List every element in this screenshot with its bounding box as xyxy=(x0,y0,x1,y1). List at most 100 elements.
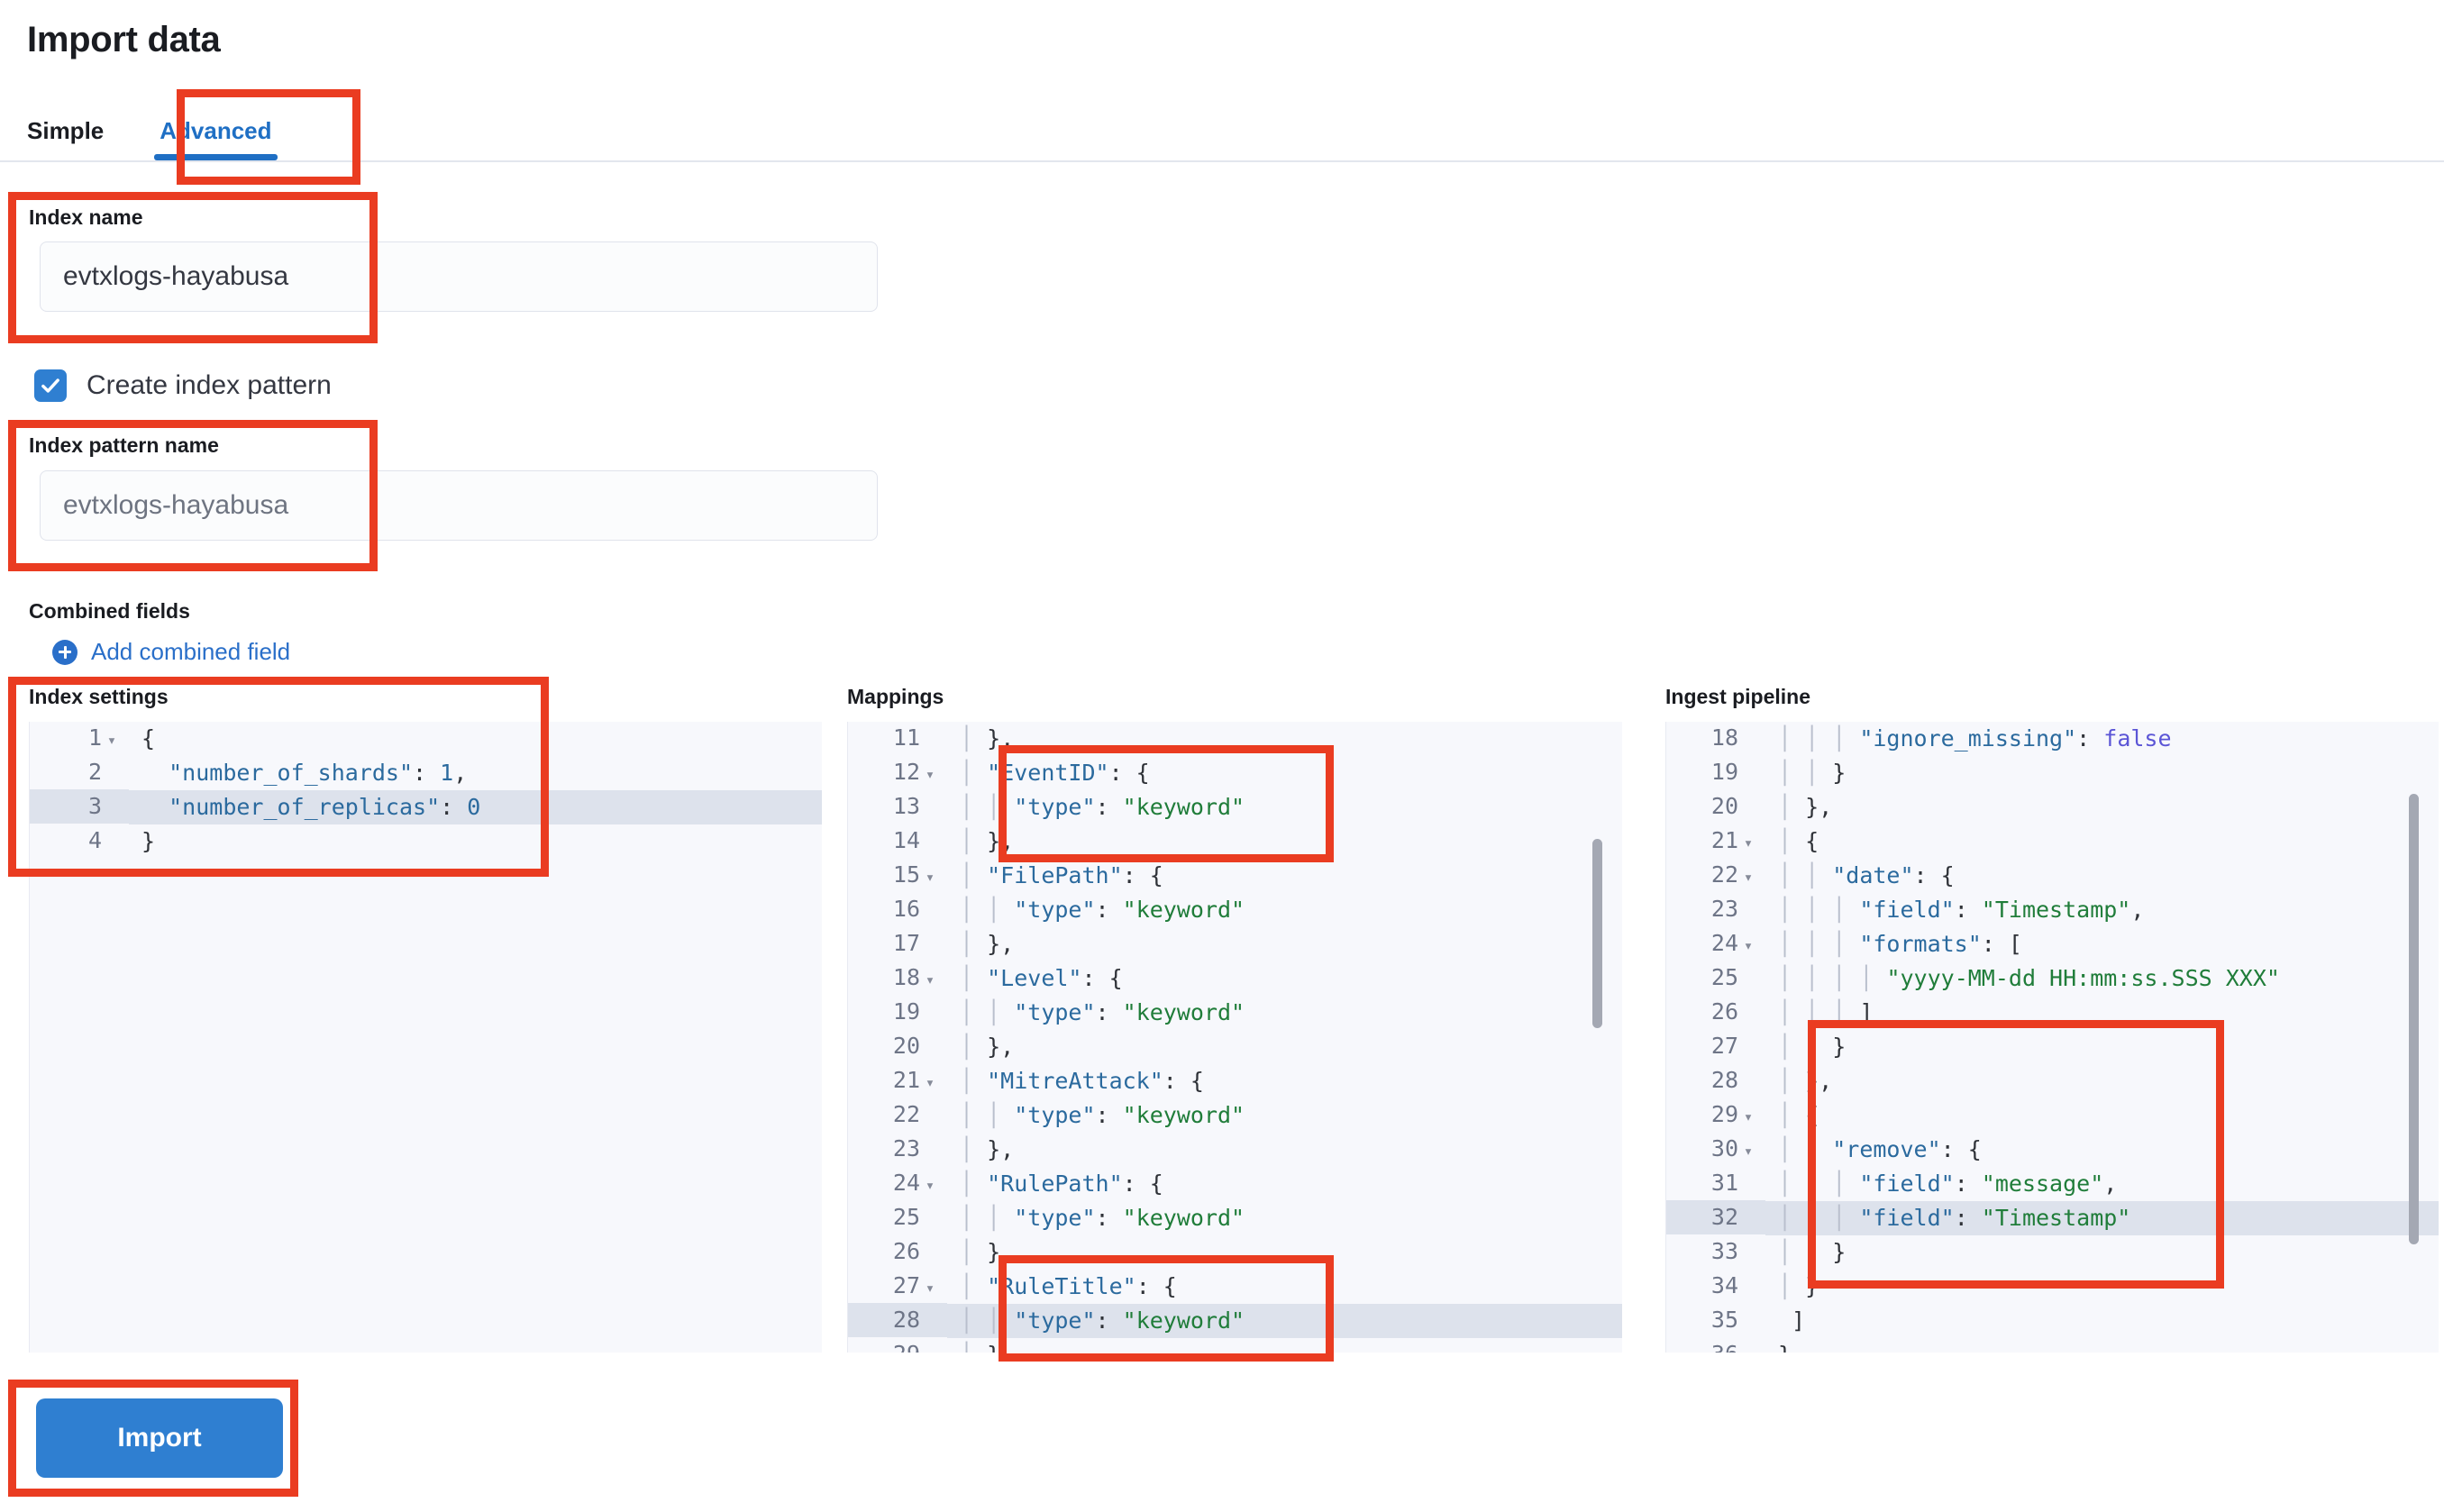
code-token: { xyxy=(141,725,156,751)
indent-guide: │ xyxy=(960,1205,988,1231)
code-line: 25 │ │ "type": "keyword" xyxy=(848,1199,1622,1237)
index-pattern-name-label: Index pattern name xyxy=(29,433,219,457)
line-number: 19 xyxy=(1666,754,1765,792)
indent-guide: │ xyxy=(987,897,1015,923)
code-token: "type" xyxy=(1014,794,1096,820)
checkbox-checked-icon xyxy=(34,369,67,402)
index-pattern-name-input[interactable]: evtxlogs-hayabusa xyxy=(40,470,878,541)
code-token: "Timestamp" xyxy=(1981,1205,2131,1231)
code-token: } xyxy=(1832,1034,1847,1060)
code-token: : xyxy=(1095,1307,1123,1334)
line-number: 32 xyxy=(1666,1199,1765,1237)
fold-spacer xyxy=(1738,724,1758,758)
code-line: 24▾│ │ │ "formats": [ xyxy=(1666,925,2439,963)
index-settings-code-editor[interactable]: 1▾{2 "number_of_shards": 1,3 "number_of_… xyxy=(29,722,822,1353)
code-token: }, xyxy=(987,931,1015,957)
indent-guide: │ xyxy=(1805,760,1833,786)
index-name-input[interactable]: evtxlogs-hayabusa xyxy=(40,241,878,312)
code-token: }, xyxy=(987,828,1015,854)
add-combined-field-button[interactable]: Add combined field xyxy=(52,638,290,666)
fold-caret-icon[interactable]: ▾ xyxy=(925,765,935,784)
code-token: : { xyxy=(1108,760,1150,786)
code-line: 27▾│ "RuleTitle": { xyxy=(848,1268,1622,1306)
line-number: 30▾ xyxy=(1666,1131,1765,1169)
create-index-pattern-checkbox[interactable]: Create index pattern xyxy=(34,369,332,402)
code-text: │ │ } xyxy=(1765,1235,2439,1270)
code-token: : { xyxy=(1122,862,1163,888)
code-token: "keyword" xyxy=(1122,1205,1245,1231)
indent-guide: │ xyxy=(1778,1170,1806,1197)
line-number: 15▾ xyxy=(848,857,947,895)
code-line: 22▾│ │ "date": { xyxy=(1666,857,2439,895)
indent-guide: │ xyxy=(1805,931,1833,957)
ingest-pipeline-title: Ingest pipeline xyxy=(1665,685,1811,708)
fold-caret-icon[interactable]: ▾ xyxy=(925,868,935,887)
code-text: │ │ } xyxy=(1765,1030,2439,1064)
page-title: Import data xyxy=(27,20,221,59)
indent-guide: │ xyxy=(1832,1205,1860,1231)
code-token: }, xyxy=(987,1342,1014,1353)
code-token: , xyxy=(2103,1170,2118,1197)
mappings-title: Mappings xyxy=(847,685,944,708)
code-line: 28 │ }, xyxy=(1666,1062,2439,1100)
fold-caret-icon[interactable]: ▾ xyxy=(106,731,117,750)
indent-guide: │ xyxy=(1778,862,1806,888)
editor-scrollbar[interactable] xyxy=(2409,794,2419,1244)
fold-caret-icon[interactable]: ▾ xyxy=(1743,936,1754,955)
fold-spacer xyxy=(1738,1203,1758,1237)
indent-guide: │ xyxy=(1805,1034,1833,1060)
code-text: │ │ │ "field": "Timestamp", xyxy=(1765,893,2439,927)
fold-caret-icon[interactable]: ▾ xyxy=(1743,833,1754,852)
fold-spacer xyxy=(920,1340,940,1353)
code-token: : xyxy=(1095,1205,1123,1231)
fold-caret-icon[interactable]: ▾ xyxy=(925,1279,935,1298)
line-number: 21▾ xyxy=(1666,823,1765,861)
mappings-code-editor[interactable]: 11 │ },12▾│ "EventID": {13 │ │ "type": "… xyxy=(847,722,1622,1353)
line-number: 19 xyxy=(848,994,947,1032)
code-token: : xyxy=(2076,725,2104,751)
code-token: "Level" xyxy=(987,965,1082,991)
code-token: : xyxy=(413,760,441,786)
code-token: "ignore_missing" xyxy=(1859,725,2077,751)
line-number: 25 xyxy=(1666,960,1765,997)
code-token: "yyyy-MM-dd HH:mm:ss.SSS XXX" xyxy=(1886,965,2280,991)
tab-simple[interactable]: Simple xyxy=(27,116,105,144)
code-token: "type" xyxy=(1014,897,1096,923)
indent-guide: │ xyxy=(960,1307,988,1334)
code-token: "type" xyxy=(1014,1205,1096,1231)
indent-guide: │ xyxy=(960,897,988,923)
code-line: 18 │ │ │ "ignore_missing": false xyxy=(1666,722,2439,758)
line-number: 3 xyxy=(30,788,129,826)
code-line: 20 │ }, xyxy=(1666,788,2439,826)
indent-guide: │ xyxy=(1778,999,1806,1025)
fold-caret-icon[interactable]: ▾ xyxy=(925,970,935,989)
line-number: 23 xyxy=(848,1131,947,1169)
editor-scrollbar[interactable] xyxy=(1592,839,1602,1028)
fold-caret-icon[interactable]: ▾ xyxy=(925,1073,935,1092)
code-line: 4 } xyxy=(30,823,822,861)
fold-spacer xyxy=(1738,1032,1758,1066)
indent-guide: │ xyxy=(960,1034,988,1060)
code-text: │ │ "type": "keyword" xyxy=(947,1098,1622,1133)
indent-guide: │ xyxy=(1778,1239,1806,1265)
fold-caret-icon[interactable]: ▾ xyxy=(1743,1107,1754,1126)
code-token: "keyword" xyxy=(1122,999,1245,1025)
code-token: { xyxy=(1805,828,1819,854)
code-token: "MitreAttack" xyxy=(987,1068,1163,1094)
code-text: │ }, xyxy=(947,1338,1622,1353)
line-number: 22▾ xyxy=(1666,857,1765,895)
code-token: "type" xyxy=(1014,1307,1096,1334)
indent-guide: │ xyxy=(960,828,988,854)
code-token: }, xyxy=(1805,1068,1833,1094)
fold-spacer xyxy=(1738,1340,1758,1353)
code-token: "keyword" xyxy=(1122,1307,1245,1334)
fold-caret-icon[interactable]: ▾ xyxy=(1743,868,1754,887)
code-token: : xyxy=(440,794,468,820)
fold-spacer xyxy=(1738,792,1758,826)
line-number: 25 xyxy=(848,1199,947,1237)
fold-caret-icon[interactable]: ▾ xyxy=(1743,1142,1754,1161)
fold-caret-icon[interactable]: ▾ xyxy=(925,1176,935,1195)
import-button[interactable]: Import xyxy=(36,1398,283,1478)
tab-advanced[interactable]: Advanced xyxy=(134,101,296,160)
